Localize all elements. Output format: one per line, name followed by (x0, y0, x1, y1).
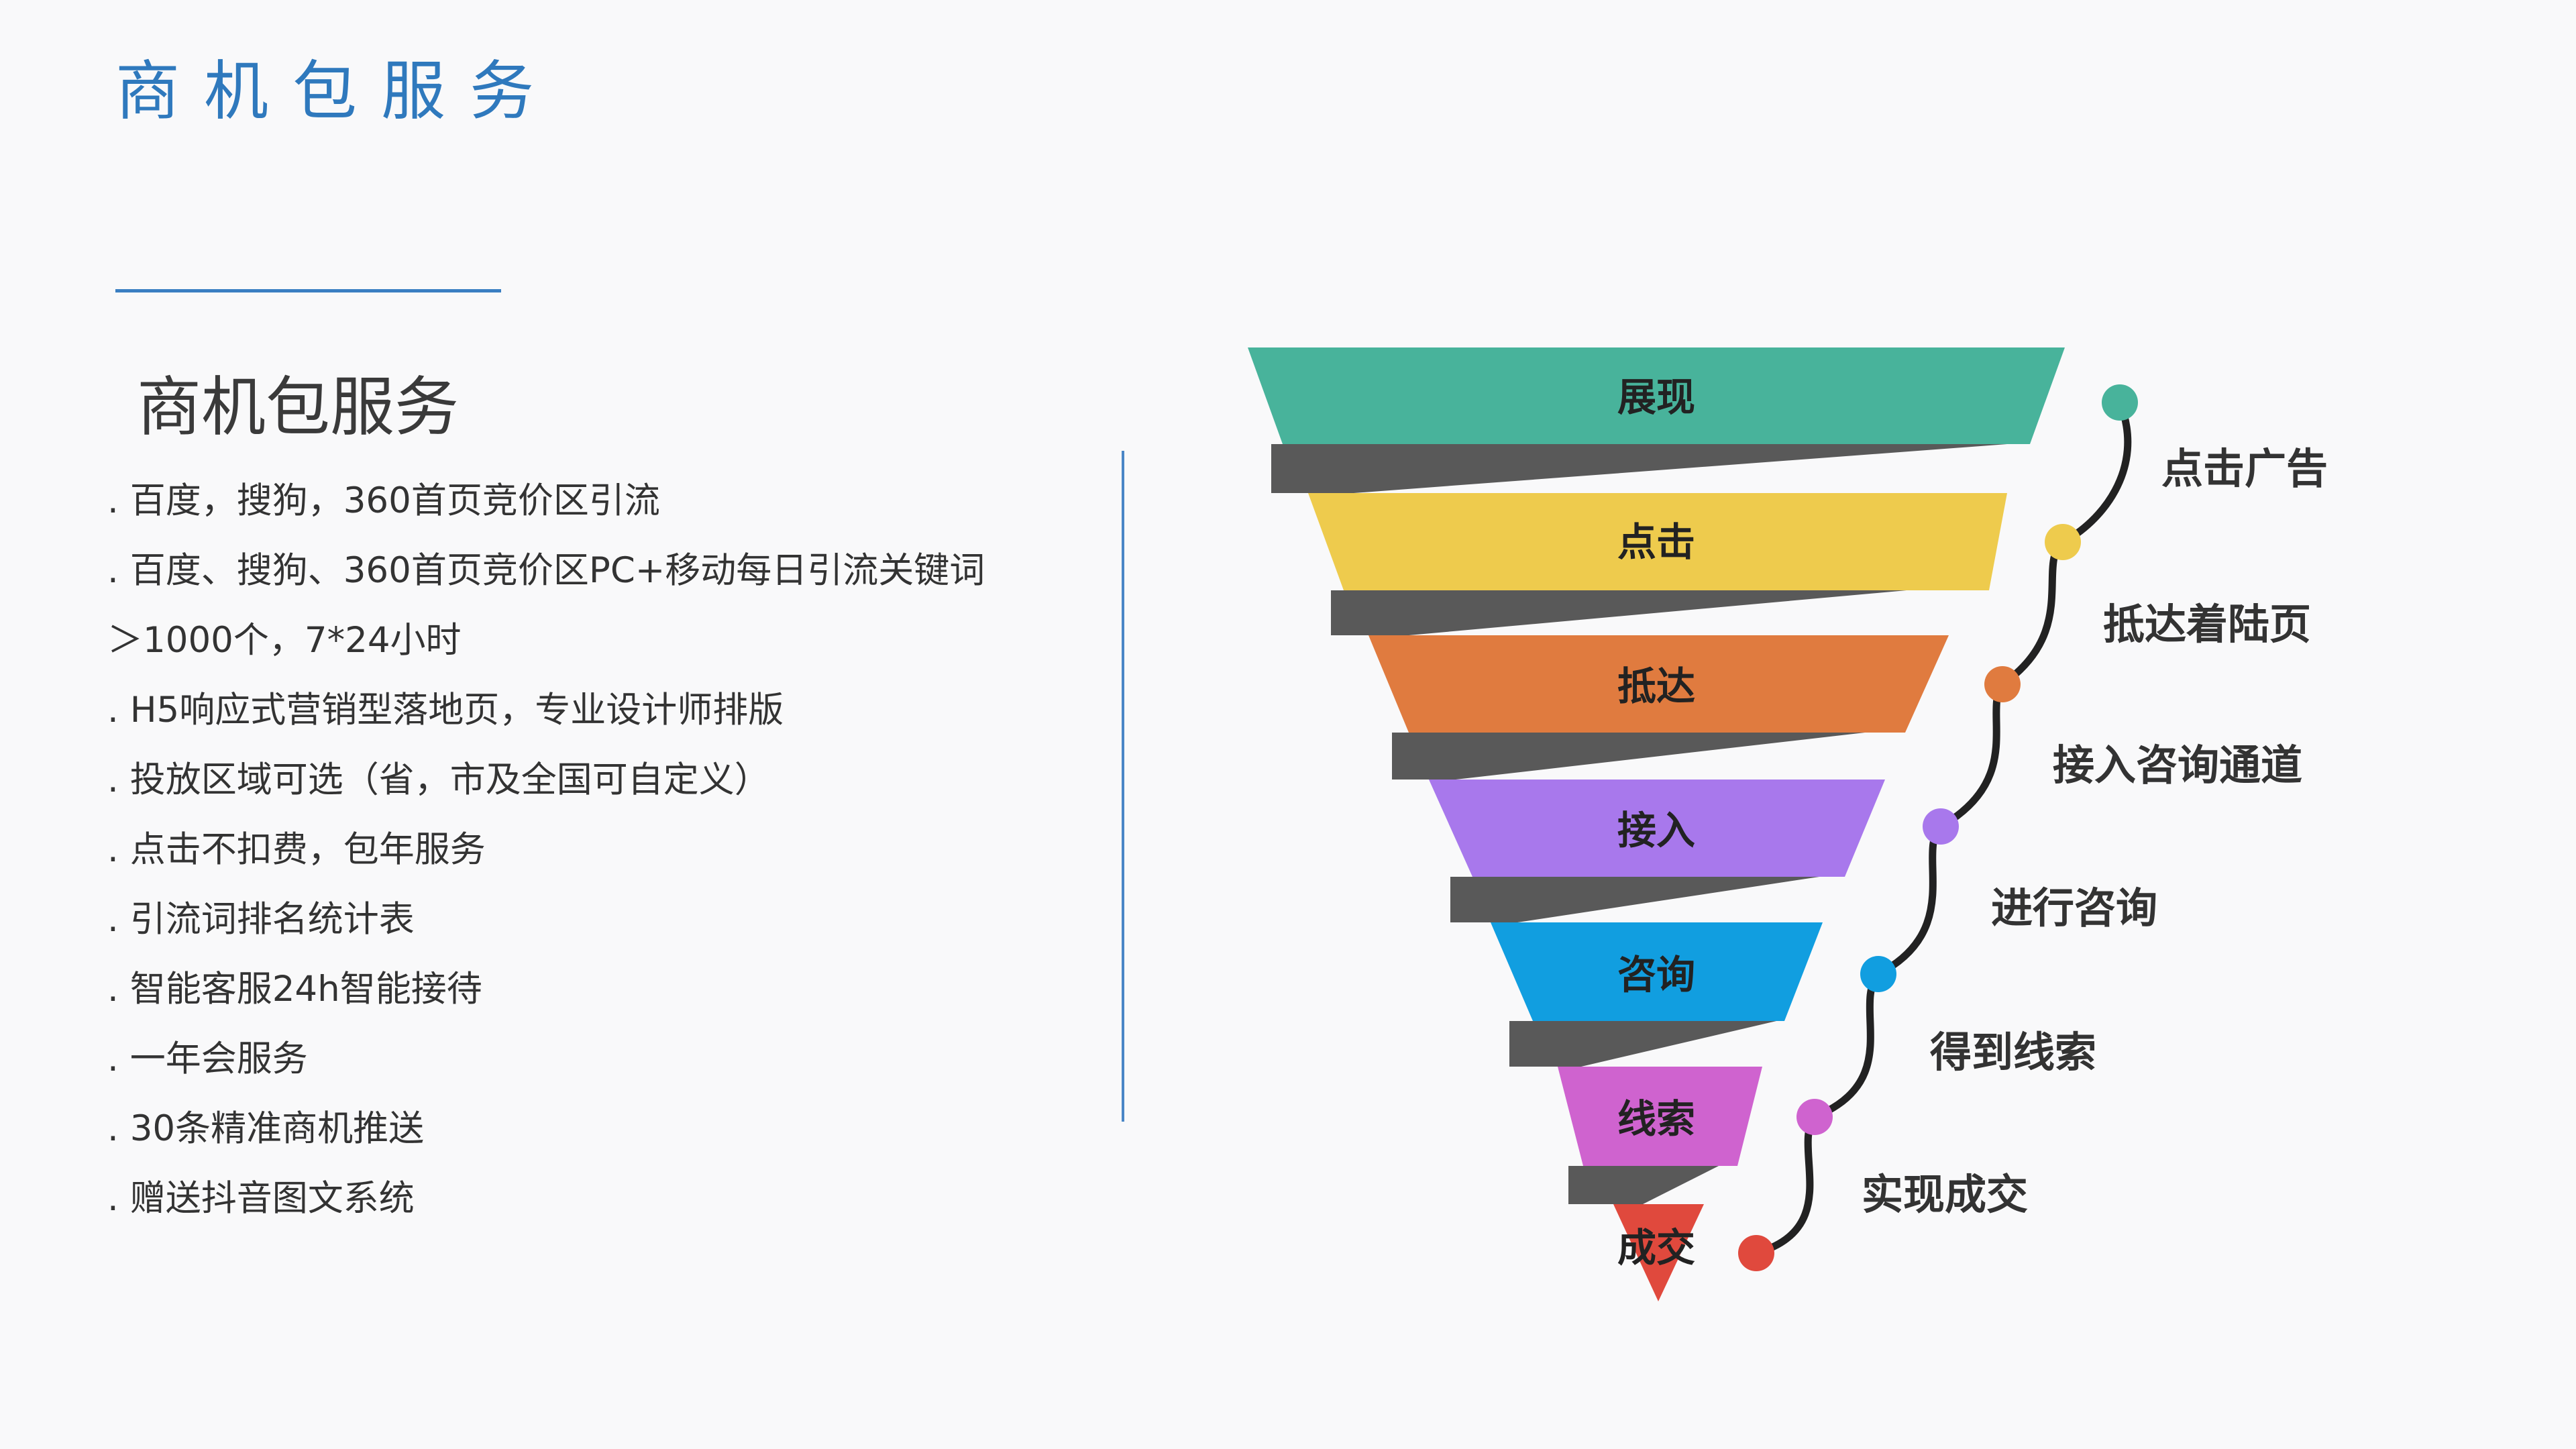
process-dot (2102, 384, 2138, 421)
list-item: . 智能客服24h智能接待 (107, 969, 482, 1010)
process-step-label: 进行咨询 (1991, 883, 2157, 932)
funnel-stage-label: 点击 (1617, 519, 1695, 565)
process-dot (1796, 1099, 1833, 1135)
process-dot (1984, 666, 2021, 702)
list-item: . 百度、搜狗、360首页竞价区PC+移动每日引流关键词 (107, 550, 985, 591)
title-underline (115, 289, 501, 292)
funnel-connector (1568, 1166, 1719, 1204)
process-dot (1923, 808, 1959, 845)
list-item: . 赠送抖音图文系统 (107, 1178, 415, 1219)
process-step-label: 实现成交 (1862, 1170, 2028, 1219)
service-list: . 百度，搜狗，360首页竞价区引流 . 百度、搜狗、360首页竞价区PC+移动… (107, 466, 985, 1234)
funnel-stage-zhanxian (1248, 347, 2065, 444)
process-dot (2045, 524, 2081, 560)
funnel-stage-chengjiao (1613, 1204, 1704, 1301)
funnel-stage-label: 线索 (1617, 1096, 1695, 1142)
list-item: . 投放区域可选（省，市及全国可自定义） (107, 759, 770, 800)
process-step-label: 得到线索 (1930, 1028, 2096, 1077)
list-item: . 点击不扣费，包年服务 (107, 829, 486, 870)
process-step-label: 抵达着陆页 (2103, 600, 2311, 649)
page-title: 商机包服务 (115, 54, 558, 129)
funnel-stage-zixun (1491, 922, 1823, 1021)
funnel-stage-dianji (1308, 493, 2007, 590)
vertical-divider (1122, 451, 1124, 1122)
funnel-stages (1248, 347, 2065, 1301)
funnel-stage-labels: 展现 点击 抵达 接入 咨询 线索 成交 (1617, 374, 1695, 1271)
list-item: . 引流词排名统计表 (107, 899, 415, 940)
funnel-stage-dida (1368, 635, 1949, 733)
section-heading: 商机包服务 (137, 370, 459, 445)
process-step-labels: 点击广告 抵达着陆页 接入咨询通道 进行咨询 得到线索 实现成交 (1862, 444, 2328, 1219)
funnel-stage-label: 成交 (1617, 1225, 1695, 1271)
list-item: . H5响应式营销型落地页，专业设计师排版 (107, 690, 784, 731)
funnel-stage-label: 咨询 (1617, 952, 1695, 998)
funnel-stage-label: 接入 (1617, 808, 1695, 853)
list-item: ＞1000个，7*24小时 (107, 620, 462, 661)
funnel-stage-xiansuo (1558, 1067, 1762, 1166)
list-item: . 30条精准商机推送 (107, 1108, 425, 1149)
process-step-label: 接入咨询通道 (2053, 741, 2302, 790)
list-item: . 一年会服务 (107, 1038, 308, 1079)
funnel-stage-label: 抵达 (1617, 663, 1695, 709)
process-dots (1738, 384, 2138, 1271)
process-dot (1738, 1235, 1774, 1271)
process-dot (1860, 956, 1896, 992)
funnel-stage-jieru (1429, 780, 1885, 877)
funnel-connector (1271, 444, 2007, 493)
funnel-connectors (1271, 444, 2007, 1204)
funnel-connector (1509, 1021, 1776, 1067)
funnel-connector (1331, 590, 1907, 635)
process-step-label: 点击广告 (2161, 444, 2328, 493)
funnel-stage-label: 展现 (1617, 374, 1695, 420)
funnel-connector (1450, 877, 1819, 922)
list-item: . 百度，搜狗，360首页竞价区引流 (107, 480, 660, 521)
funnel-connector (1392, 733, 1865, 780)
